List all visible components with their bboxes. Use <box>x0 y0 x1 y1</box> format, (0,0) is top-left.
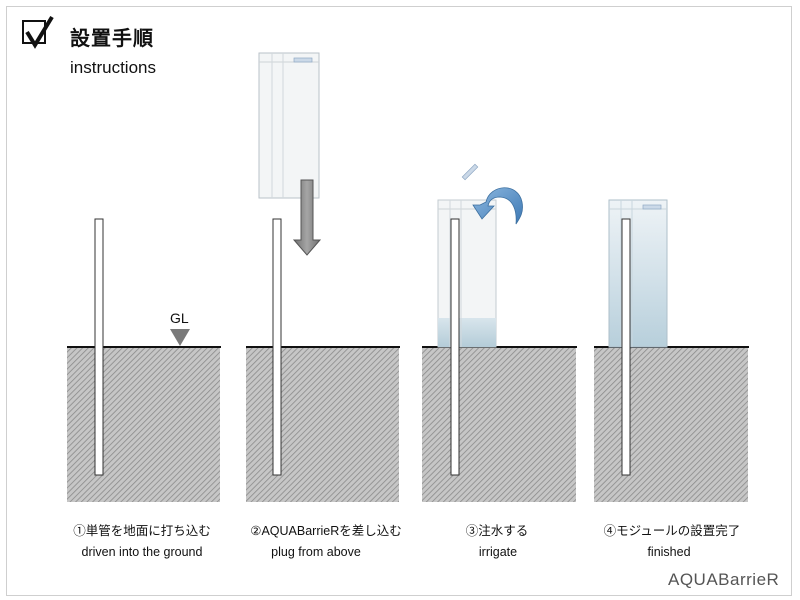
step-1-illustration <box>67 218 221 502</box>
pipe <box>621 218 631 476</box>
step-4-caption-en: finished <box>647 545 691 559</box>
checkbox-icon <box>22 15 54 49</box>
module-cap <box>461 163 479 181</box>
pour-water-arrow-icon <box>472 187 523 225</box>
step-4-illustration <box>594 199 749 502</box>
ground-level-label: GL <box>170 310 189 326</box>
ground-level-marker-icon <box>170 329 190 346</box>
page-title: 設置手順 <box>70 28 154 50</box>
step-3-caption-en: irrigate <box>478 545 518 559</box>
step-2-illustration <box>246 52 400 502</box>
step-2-caption-jp: ②AQUABarrieRを差し込む <box>250 524 402 538</box>
brand-logo: AQUABarrieR <box>668 570 780 589</box>
step-3-caption-jp: ③注水する <box>465 524 529 538</box>
step-3-illustration <box>422 163 577 502</box>
step-4-caption-jp: ④モジュールの設置完了 <box>603 524 741 538</box>
water-barrier-module <box>437 199 497 348</box>
page-subtitle: instructions <box>70 58 156 77</box>
step-1-caption-jp: ①単管を地面に打ち込む <box>73 524 211 538</box>
water-barrier-module <box>608 199 668 348</box>
down-arrow-icon <box>292 179 322 256</box>
ground-block <box>422 347 576 502</box>
water-barrier-module <box>258 52 320 199</box>
ground-block <box>67 347 220 502</box>
step-2-caption-en: plug from above <box>271 545 361 559</box>
ground-block <box>246 347 399 502</box>
pipe <box>272 218 282 476</box>
pipe <box>94 218 104 476</box>
pipe <box>450 218 460 476</box>
ground-block <box>594 347 748 502</box>
step-1-caption-en: driven into the ground <box>81 545 203 559</box>
